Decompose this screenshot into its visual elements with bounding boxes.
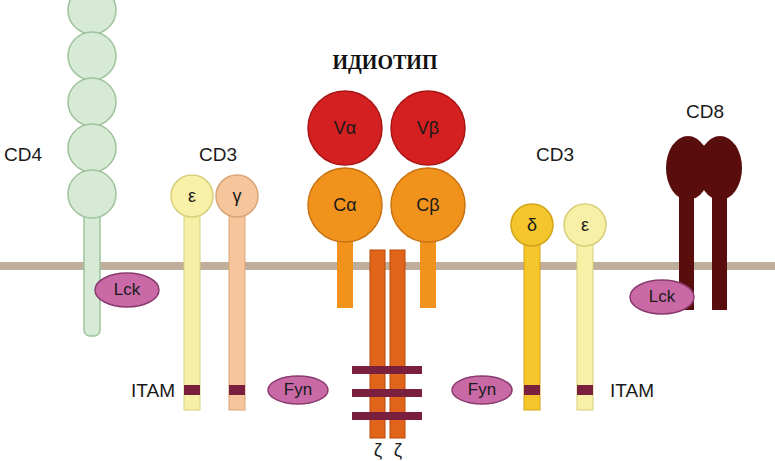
zeta-chain	[370, 250, 385, 438]
variable-domain: Vβ	[390, 90, 466, 166]
node-shape	[630, 280, 694, 314]
node-text: γ	[233, 186, 242, 207]
node-text: Cβ	[416, 195, 439, 216]
itam-band	[352, 366, 422, 374]
node-shape	[268, 376, 328, 404]
cd3-chain: γ	[215, 174, 259, 218]
motif-label: ITAM	[131, 381, 175, 402]
chain-label: ζ	[374, 440, 382, 461]
node-shape	[95, 273, 159, 307]
node-shape	[308, 168, 382, 242]
cd4-domain	[68, 78, 116, 126]
node-text: Cα	[333, 195, 356, 216]
molecule-label: CD3	[199, 145, 237, 166]
kinase-ellipse: Lck	[629, 279, 695, 315]
node-text: Lck	[649, 287, 675, 307]
cd8-stem	[712, 185, 727, 310]
node-text: ε	[188, 186, 196, 207]
cd4-domain	[68, 124, 116, 172]
node-text: Vβ	[417, 118, 439, 139]
cd3-epsilon-stem	[577, 244, 593, 410]
node-shape	[391, 91, 465, 165]
cd4-domains	[68, 0, 116, 218]
node-text: ε	[581, 215, 589, 236]
itam-band	[184, 385, 200, 395]
kinase-ellipse: Fyn	[451, 375, 513, 405]
cd3-chain: ε	[563, 203, 607, 247]
node-text: Fyn	[468, 380, 496, 400]
molecule-label: CD8	[686, 102, 724, 123]
motif-label: ITAM	[610, 381, 654, 402]
itam-band	[577, 385, 593, 395]
cd3-gamma-stem	[229, 214, 245, 410]
membrane	[0, 262, 775, 270]
constant-domain: Cβ	[390, 167, 466, 243]
chain-label: ζ	[394, 440, 402, 461]
node-shape	[452, 376, 512, 404]
cd3-delta-stem	[524, 244, 540, 410]
diagram-title: ИДИОТИП	[333, 51, 438, 74]
tcr-alpha-stem	[337, 236, 353, 308]
node-shape	[511, 204, 553, 246]
cd3-chain: ε	[170, 174, 214, 218]
molecule-label: CD3	[536, 145, 574, 166]
itam-band	[229, 385, 245, 395]
cd3-epsilon-stem	[184, 214, 200, 410]
zeta-chain	[390, 250, 405, 438]
node-shape	[216, 175, 258, 217]
itam-band	[524, 385, 540, 395]
kinase-ellipse: Fyn	[267, 375, 329, 405]
cd4-stalk	[84, 210, 100, 336]
node-shape	[564, 204, 606, 246]
itam-band	[352, 412, 422, 420]
node-shape	[391, 168, 465, 242]
molecule-label: CD4	[4, 145, 42, 166]
node-text: δ	[527, 215, 537, 236]
cd4-domain	[68, 32, 116, 80]
tcr-beta-stem	[420, 236, 436, 308]
node-shape	[308, 91, 382, 165]
itam-band	[352, 389, 422, 397]
cd3-chain: δ	[510, 203, 554, 247]
cd4-domain	[68, 0, 116, 34]
node-shape	[171, 175, 213, 217]
cd4-domain	[68, 170, 116, 218]
constant-domain: Cα	[307, 167, 383, 243]
node-text: Lck	[114, 280, 140, 300]
variable-domain: Vα	[307, 90, 383, 166]
kinase-ellipse: Lck	[94, 272, 160, 308]
node-text: Fyn	[284, 380, 312, 400]
node-text: Vα	[334, 118, 356, 139]
